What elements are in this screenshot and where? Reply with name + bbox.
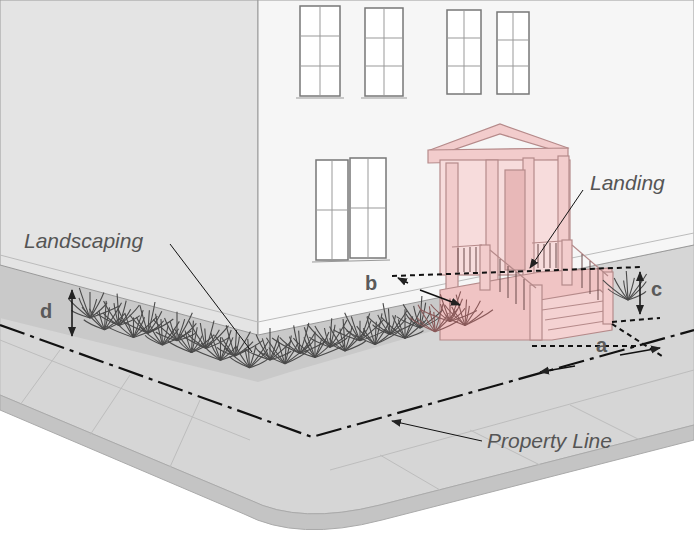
plant-leaf — [315, 326, 330, 347]
plant-leaf — [285, 351, 308, 364]
plant-leaf — [403, 304, 420, 328]
plant-leaf — [266, 338, 285, 364]
plant-leaf — [205, 328, 206, 348]
plant-leaf — [603, 280, 628, 300]
plant-leaf — [89, 309, 104, 330]
plant-leaf — [189, 321, 206, 348]
part-label: Landing — [590, 171, 665, 194]
plant-leaf — [456, 295, 465, 326]
plant-leaf — [307, 324, 330, 347]
plant-leaf — [410, 318, 435, 332]
plant-leaf — [175, 329, 192, 353]
plant-leaf — [285, 344, 310, 364]
dimension-letter: d — [40, 300, 52, 322]
plant-leaf — [345, 341, 366, 351]
plant-leaf — [224, 348, 249, 368]
plant-leaf — [185, 330, 191, 352]
plant-leaf — [90, 303, 107, 318]
plant-leaf — [626, 271, 628, 300]
plant-leaf — [405, 331, 423, 339]
plant-leaf — [89, 292, 90, 318]
plant-leaf — [429, 306, 435, 331]
plant-group — [68, 271, 646, 368]
plant-leaf — [367, 317, 375, 345]
plant-leaf — [156, 314, 163, 345]
plant-leaf — [220, 337, 221, 360]
part-label: Landscaping — [24, 229, 143, 252]
dimension-letter: a — [596, 334, 607, 356]
plant-leaf — [161, 319, 163, 345]
dimension-letter: b — [365, 272, 377, 294]
plant-leaf — [299, 331, 300, 354]
plant-leaf — [628, 274, 647, 300]
plant-leaf — [181, 334, 206, 348]
plant-leaf — [434, 312, 435, 332]
plant-leaf — [79, 288, 90, 318]
plant-leaf — [153, 319, 177, 340]
part-label: Property Line — [487, 429, 612, 452]
plant-leaf — [176, 312, 177, 341]
plant-leaf — [628, 282, 646, 300]
plant-leaf — [614, 278, 628, 300]
plant-leaf — [206, 326, 229, 349]
plant-leaf — [330, 326, 345, 351]
plant-leaf — [418, 305, 435, 332]
plant-leaf — [404, 309, 405, 338]
plant-leaf — [414, 306, 420, 328]
dimension-letter: c — [651, 278, 662, 300]
plant-leaf — [628, 291, 646, 300]
plant-leaf — [398, 319, 405, 338]
plant-leaf — [452, 307, 465, 326]
plant-leaf — [363, 328, 375, 344]
plant-leaf — [346, 331, 375, 345]
plant-leaf — [388, 308, 390, 334]
plant-leaf — [222, 337, 235, 356]
plant-leaf — [314, 331, 315, 357]
plant-leaf — [236, 346, 250, 368]
plant-leaf — [465, 310, 493, 326]
plant-leaf — [136, 317, 148, 333]
plant-leaf — [324, 328, 330, 347]
plant-leaf — [435, 320, 458, 331]
plant-leaf — [250, 359, 268, 368]
plant-leaf — [82, 307, 105, 330]
plant-leaf — [248, 339, 250, 368]
